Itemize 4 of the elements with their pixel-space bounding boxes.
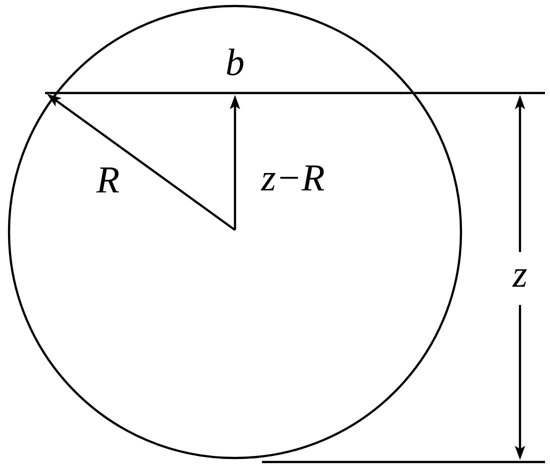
math-label: R <box>96 168 119 192</box>
math-label: z−R <box>260 166 324 190</box>
math-label: b <box>226 48 244 76</box>
math-label: z <box>512 269 527 287</box>
